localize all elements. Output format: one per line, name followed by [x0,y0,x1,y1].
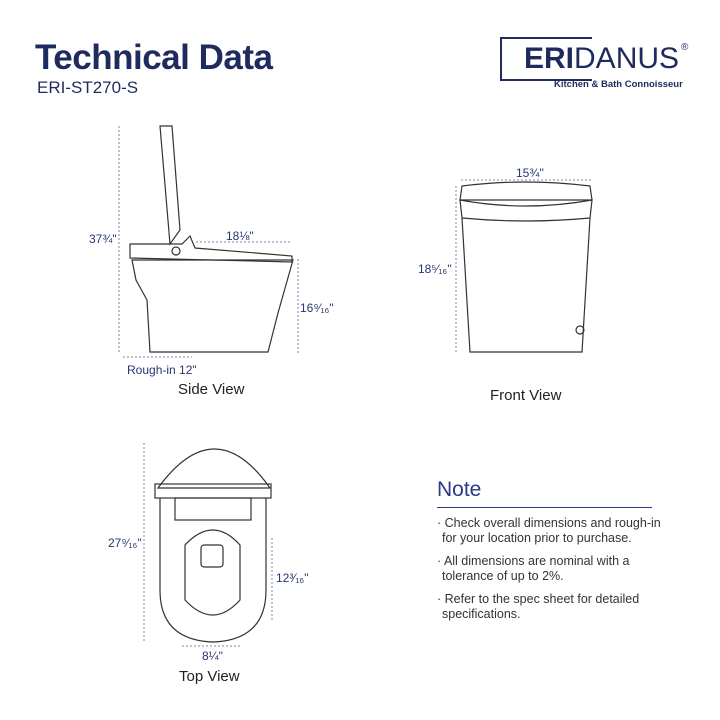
logo-tagline: Kitchen & Bath Connoisseur [554,79,683,90]
top-view-drawing [154,448,272,643]
logo-registered: ® [681,42,689,53]
note-item: · Check overall dimensions and rough-in … [437,516,661,545]
rough-in-label: Rough-in 12" [127,363,197,377]
side-height-label: 37¾" [89,232,117,246]
front-width-label: 15¾'' [516,166,544,180]
note-list: · Check overall dimensions and rough-in … [437,516,677,630]
note-title: Note [437,478,482,501]
note-divider [437,507,652,508]
side-bowl-height-label: 16⁹⁄₁₆" [300,301,334,315]
model-number: ERI-ST270-S [37,78,139,97]
page-title: Technical Data [35,38,273,77]
top-opening-length-label: 12³⁄₁₆" [276,571,309,585]
note-item: · Refer to the spec sheet for detailed s… [437,592,640,621]
top-opening-width-label: 8¼" [202,649,223,663]
side-view-caption: Side View [178,381,245,398]
logo-frame [500,37,592,81]
dimension-lines [118,126,592,647]
top-length-label: 27⁹⁄₁₆" [108,536,142,550]
logo-bold: ERI [524,42,575,75]
logo-light: DANUS [574,42,680,75]
top-view-caption: Top View [179,668,240,685]
front-view-drawing [459,181,593,353]
side-view-drawing [129,125,294,353]
note-item: · All dimensions are nominal with a tole… [437,554,630,583]
front-height-label: 18⁵⁄₁₆'' [418,262,452,276]
side-seat-length-label: 18⅛" [226,229,254,243]
front-view-caption: Front View [490,387,562,404]
